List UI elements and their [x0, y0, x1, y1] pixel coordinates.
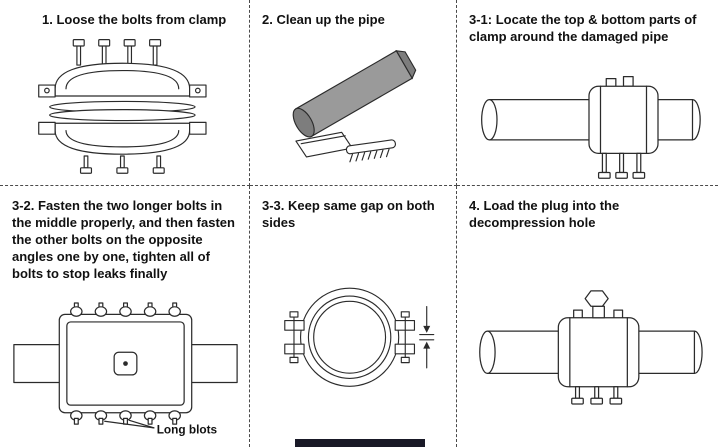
clamp-on-pipe-illustration	[469, 46, 708, 190]
clamp-on-pipe-drawing	[480, 75, 701, 179]
step-3-3-label: 3-3. Keep same gap on both sides	[262, 198, 435, 230]
step-1-label: 1. Loose the bolts from clamp	[42, 12, 227, 27]
pipe-brush-sandpaper-drawing	[292, 49, 417, 163]
exploded-clamp-illustration	[12, 29, 239, 181]
step-1-panel: 1. Loose the bolts from clamp	[0, 0, 250, 186]
exploded-clamp-drawing	[37, 38, 207, 174]
step-2-label: 2. Clean up the pipe	[262, 12, 385, 27]
step-3-3-panel: 3-3. Keep same gap on both sides	[250, 186, 457, 447]
plug-into-hole-drawing	[478, 289, 703, 405]
step-3-2-panel: 3-2. Fasten the two longer bolts in the …	[0, 186, 250, 447]
clamp-top-view-illustration: Long blots	[12, 282, 239, 443]
clamp-cross-section-drawing	[284, 287, 435, 388]
clamp-top-view-drawing: Long blots	[13, 302, 238, 437]
step-2-panel: 2. Clean up the pipe	[250, 0, 457, 186]
watermark-strip	[295, 439, 425, 447]
clamp-cross-section-illustration	[262, 232, 446, 443]
step-4-label: 4. Load the plug into the decompression …	[469, 198, 620, 230]
step-3-1-label: 3-1: Locate the top & bottom parts of cl…	[469, 12, 697, 44]
long-bolts-annotation: Long blots	[157, 423, 218, 437]
step-3-1-panel: 3-1: Locate the top & bottom parts of cl…	[457, 0, 718, 186]
pipe-cleaning-illustration	[262, 29, 446, 181]
plug-into-hole-illustration	[469, 232, 708, 443]
step-3-2-label: 3-2. Fasten the two longer bolts in the …	[12, 198, 235, 281]
step-4-panel: 4. Load the plug into the decompression …	[457, 186, 718, 447]
